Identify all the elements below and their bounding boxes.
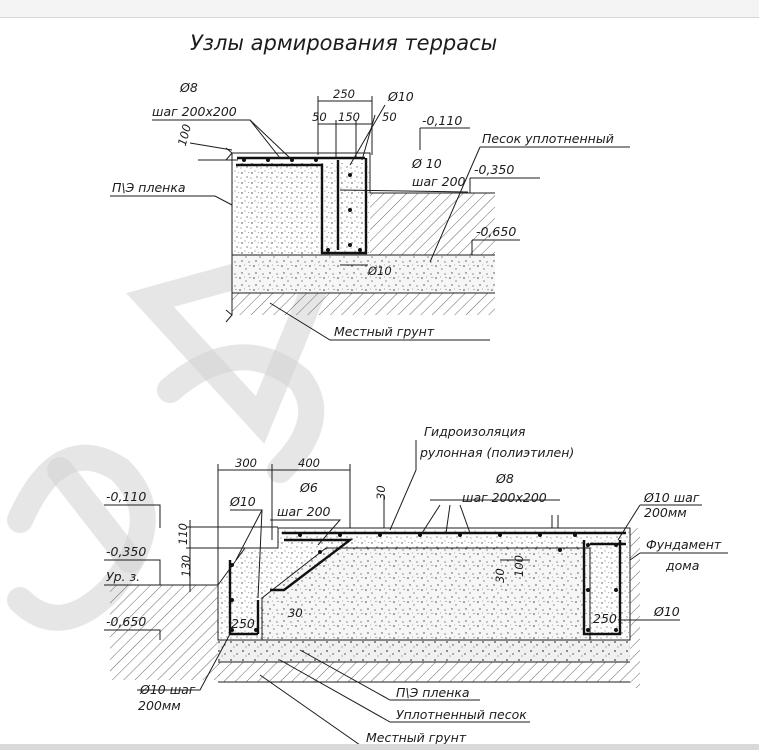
top-rebar-main-step: шаг 200x200 xyxy=(152,104,237,119)
top-sand-layer xyxy=(232,255,495,293)
bottom-dim-110: 110 xyxy=(176,523,190,545)
top-rebar-beam xyxy=(236,158,368,255)
bottom-base-layer xyxy=(218,640,630,662)
bottom-rebar-slope-dia: Ø6 xyxy=(299,480,318,495)
top-rebar-side-dia: Ø10 xyxy=(387,89,414,104)
top-dim-right: 50 xyxy=(382,110,397,124)
bottom-rebar-bottom-dia: Ø10 шаг xyxy=(139,682,196,697)
bottom-dim-30-top: 30 xyxy=(374,485,388,500)
bottom-sand-fill xyxy=(262,545,590,640)
bottom-sand-label: Уплотненный песок xyxy=(396,707,527,722)
bottom-foundation-label-2: дома xyxy=(665,558,699,573)
bottom-dim-30-inner: 30 xyxy=(288,606,303,620)
bottom-level-top: -0,110 xyxy=(106,489,146,504)
top-rebar-beam-step: шаг 200 xyxy=(412,174,466,189)
top-detail: Ø8 шаг 200x200 100 250 50 150 50 Ø10 -0,… xyxy=(110,80,630,341)
bottom-dim-30-right: 30 xyxy=(493,568,507,583)
bottom-level-bottom: -0,650 xyxy=(106,614,146,629)
top-rebar-bottom-dia: Ø10 xyxy=(367,264,392,278)
bottom-concrete-shell xyxy=(218,528,630,640)
bottom-ground-label: Ур. з. xyxy=(106,569,140,584)
bottom-foundation-hatch xyxy=(630,528,640,688)
bottom-film-label: П\Э пленка xyxy=(396,685,470,700)
top-dim-left: 50 xyxy=(312,110,327,124)
top-dim-middle: 150 xyxy=(338,110,360,124)
bottom-dim-130: 130 xyxy=(179,555,193,577)
bottom-rebar-right-step: 200мм xyxy=(644,505,687,520)
bottom-rebar-right-dia: Ø10 шаг xyxy=(643,490,700,505)
top-soil-bottom xyxy=(232,293,495,315)
bottom-soil-label: Местный грунт xyxy=(366,730,467,745)
top-level-top: -0,110 xyxy=(422,113,462,128)
bottom-detail: Гидроизоляция рулонная (полиэтилен) 300 … xyxy=(104,424,728,746)
drawing-title: Узлы армирования террасы xyxy=(190,31,497,55)
top-rebar-main-dia: Ø8 xyxy=(179,80,198,95)
bottom-rebar-mesh-dia: Ø8 xyxy=(495,471,514,486)
bottom-rebar-left-dia: Ø10 xyxy=(229,494,256,509)
bottom-soil-under xyxy=(218,662,630,682)
bottom-dim-100-right: 100 xyxy=(512,555,526,577)
top-level-bottom: -0,650 xyxy=(476,224,516,239)
top-level-grade: -0,350 xyxy=(474,162,514,177)
watermark xyxy=(7,230,353,631)
top-film-label: П\Э пленка xyxy=(112,180,186,195)
top-dim-thickness: 100 xyxy=(175,123,194,148)
bottom-rebar-slope-step: шаг 200 xyxy=(277,504,331,519)
bottom-waterproof-type: рулонная (полиэтилен) xyxy=(419,445,574,460)
bottom-soil-left xyxy=(110,585,220,680)
bottom-dim-250-right: 250 xyxy=(593,611,617,626)
bottom-rebar-right-cage xyxy=(582,540,622,636)
bottom-rebar-mesh-step: шаг 200x200 xyxy=(462,490,547,505)
top-soil-hatch xyxy=(370,193,495,255)
bottom-dim-400: 400 xyxy=(298,456,320,470)
bottom-rebar-bottom-step: 200мм xyxy=(138,698,181,713)
window-bottom-bar xyxy=(0,744,759,750)
bottom-foundation-label-1: Фундамент xyxy=(646,537,722,552)
top-concrete-inner xyxy=(320,163,370,255)
bottom-dim-300: 300 xyxy=(235,456,257,470)
top-dim-total: 250 xyxy=(333,87,355,101)
window-top-bar xyxy=(0,0,759,18)
bottom-waterproof-label: Гидроизоляция xyxy=(424,424,526,439)
bottom-level-grade: -0,350 xyxy=(106,544,146,559)
bottom-dim-250-left: 250 xyxy=(231,616,255,631)
bottom-rebar-right-bottom-dia: Ø10 xyxy=(653,604,680,619)
top-rebar-beam-dia: Ø 10 xyxy=(411,156,442,171)
top-sand-label: Песок уплотненный xyxy=(482,131,614,146)
top-soil-label: Местный грунт xyxy=(334,324,435,339)
